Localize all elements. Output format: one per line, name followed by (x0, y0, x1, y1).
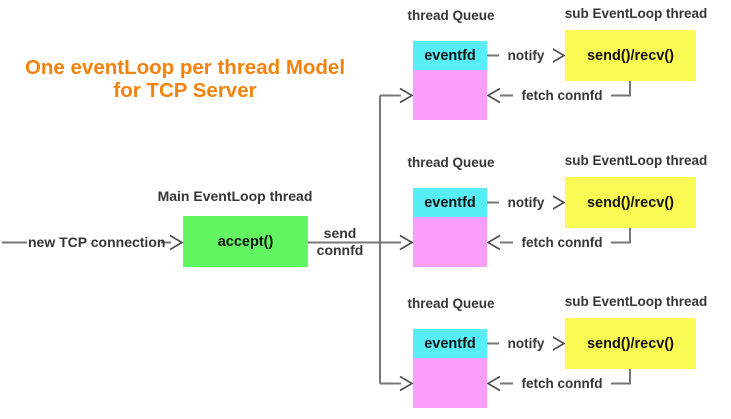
arrowhead-into-queue-middle-icon (399, 234, 414, 251)
eventfd-box: eventfd (413, 41, 487, 70)
arrowhead-into-queue-top-icon (399, 87, 414, 104)
send-recv-box: send()/recv() (565, 30, 696, 81)
thread-queue-label: thread Queue (407, 8, 495, 23)
arrowhead-into-queue-bottom-icon (399, 375, 414, 392)
notify-label: notify (499, 47, 553, 64)
title-line-1: One eventLoop per thread Model (24, 56, 346, 79)
arrowhead-fetch-top-icon (486, 87, 501, 104)
eventfd-box-label: eventfd (424, 194, 476, 211)
arrowhead-into-accept-icon (169, 234, 184, 251)
eventfd-box: eventfd (413, 188, 487, 217)
arrowhead-fetch-middle-icon (486, 234, 501, 251)
new-tcp-connection-label: new TCP connection (28, 234, 166, 250)
thread-queue-label: thread Queue (407, 155, 495, 170)
fetch-connfd-label: fetch connfd (513, 87, 611, 104)
accept-box: accept() (183, 216, 308, 267)
send-connfd-label-line1: send (323, 225, 357, 241)
send-connfd-label: send connfd (316, 225, 364, 258)
sub-eventloop-thread-label: sub EventLoop thread (564, 6, 708, 21)
fetch-connfd-label: fetch connfd (513, 375, 611, 392)
send-recv-box-label: send()/recv() (586, 194, 675, 211)
sub-eventloop-thread-label: sub EventLoop thread (564, 294, 708, 309)
notify-label: notify (499, 335, 553, 352)
arrowhead-fetch-bottom-icon (486, 375, 501, 392)
sub-eventloop-thread-label: sub EventLoop thread (564, 153, 708, 168)
eventfd-box-label: eventfd (424, 47, 476, 64)
worker-group-bottom: thread Queue sub EventLoop thread eventf… (0, 288, 731, 419)
send-recv-box-label: send()/recv() (586, 47, 675, 64)
notify-label: notify (499, 194, 553, 211)
queue-box (413, 358, 487, 408)
main-eventloop-thread-label: Main EventLoop thread (157, 188, 313, 204)
worker-group-middle: thread Queue sub EventLoop thread eventf… (0, 147, 731, 282)
send-recv-box: send()/recv() (565, 318, 696, 369)
accept-box-label: accept() (217, 233, 274, 250)
worker-group-top: thread Queue sub EventLoop thread eventf… (0, 0, 731, 135)
title-line-2: for TCP Server (113, 79, 257, 102)
arrowhead-notify-middle-icon (551, 194, 566, 211)
diagram-title: One eventLoop per thread Model for TCP S… (15, 56, 355, 102)
thread-queue-label: thread Queue (407, 296, 495, 311)
eventfd-box: eventfd (413, 329, 487, 358)
queue-box (413, 70, 487, 120)
send-connfd-label-line2: connfd (316, 241, 364, 258)
send-recv-box-label: send()/recv() (586, 335, 675, 352)
fetch-connfd-label: fetch connfd (513, 234, 611, 251)
arrowhead-notify-bottom-icon (551, 335, 566, 352)
send-recv-box: send()/recv() (565, 177, 696, 228)
eventfd-box-label: eventfd (424, 335, 476, 352)
queue-box (413, 217, 487, 267)
arrowhead-notify-top-icon (551, 47, 566, 64)
